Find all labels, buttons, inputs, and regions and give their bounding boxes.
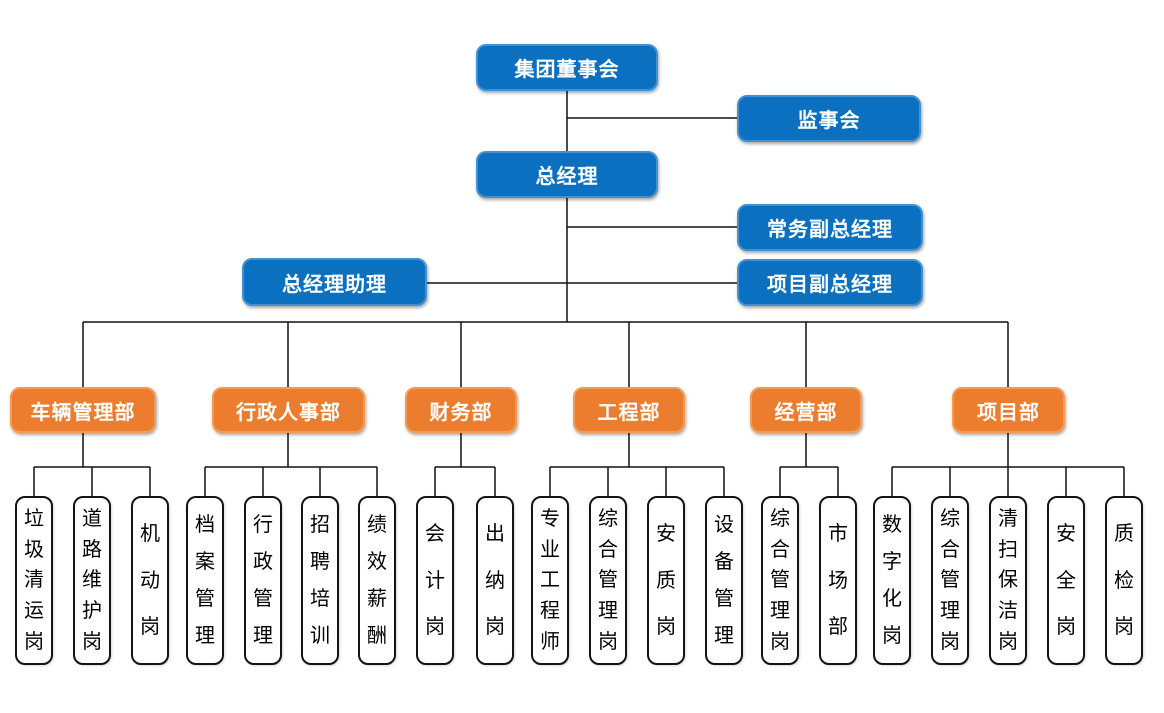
node-position-admin-management: 行政管理 [244,496,282,665]
node-dept-engineering: 工程部 [573,387,685,433]
node-position-cashier: 出纳岗 [476,496,514,665]
node-position-equipment-management: 设备管理 [705,496,743,665]
node-dept-finance: 财务部 [405,387,517,433]
node-supervisory-board: 监事会 [737,95,921,142]
node-dept-vehicle-management: 车辆管理部 [10,387,156,433]
node-dept-project: 项目部 [952,387,1065,433]
node-project-deputy-gm: 项目副总经理 [737,259,923,306]
node-position-market: 市场部 [819,496,857,665]
node-dept-operations: 经营部 [750,387,862,433]
node-gm-assistant: 总经理助理 [242,258,427,306]
node-position-road-maintenance: 道路维护岗 [73,496,111,665]
node-position-professional-engineer: 专业工程师 [531,496,569,665]
node-position-general-management-proj: 综合管理岗 [931,496,969,665]
node-position-performance-compensation: 绩效薪酬 [358,496,396,665]
node-position-sweeping-cleaning: 清扫保洁岗 [989,496,1027,665]
node-board-of-directors: 集团董事会 [476,44,658,91]
node-position-quality-inspection: 质检岗 [1105,496,1143,665]
node-dept-admin-hr: 行政人事部 [212,387,365,433]
node-position-safety: 安全岗 [1047,496,1085,665]
node-position-mobile: 机动岗 [131,496,169,665]
node-position-general-management-eng: 综合管理岗 [589,496,627,665]
node-position-digitalization: 数字化岗 [873,496,911,665]
node-position-safety-quality: 安质岗 [647,496,685,665]
node-position-accountant: 会计岗 [416,496,454,665]
node-position-garbage-removal: 垃圾清运岗 [15,496,53,665]
node-position-general-management-ops: 综合管理岗 [761,496,799,665]
node-executive-deputy-gm: 常务副总经理 [737,204,923,251]
node-position-recruiting-training: 招聘培训 [301,496,339,665]
node-position-archives-management: 档案管理 [186,496,224,665]
node-general-manager: 总经理 [476,151,658,198]
